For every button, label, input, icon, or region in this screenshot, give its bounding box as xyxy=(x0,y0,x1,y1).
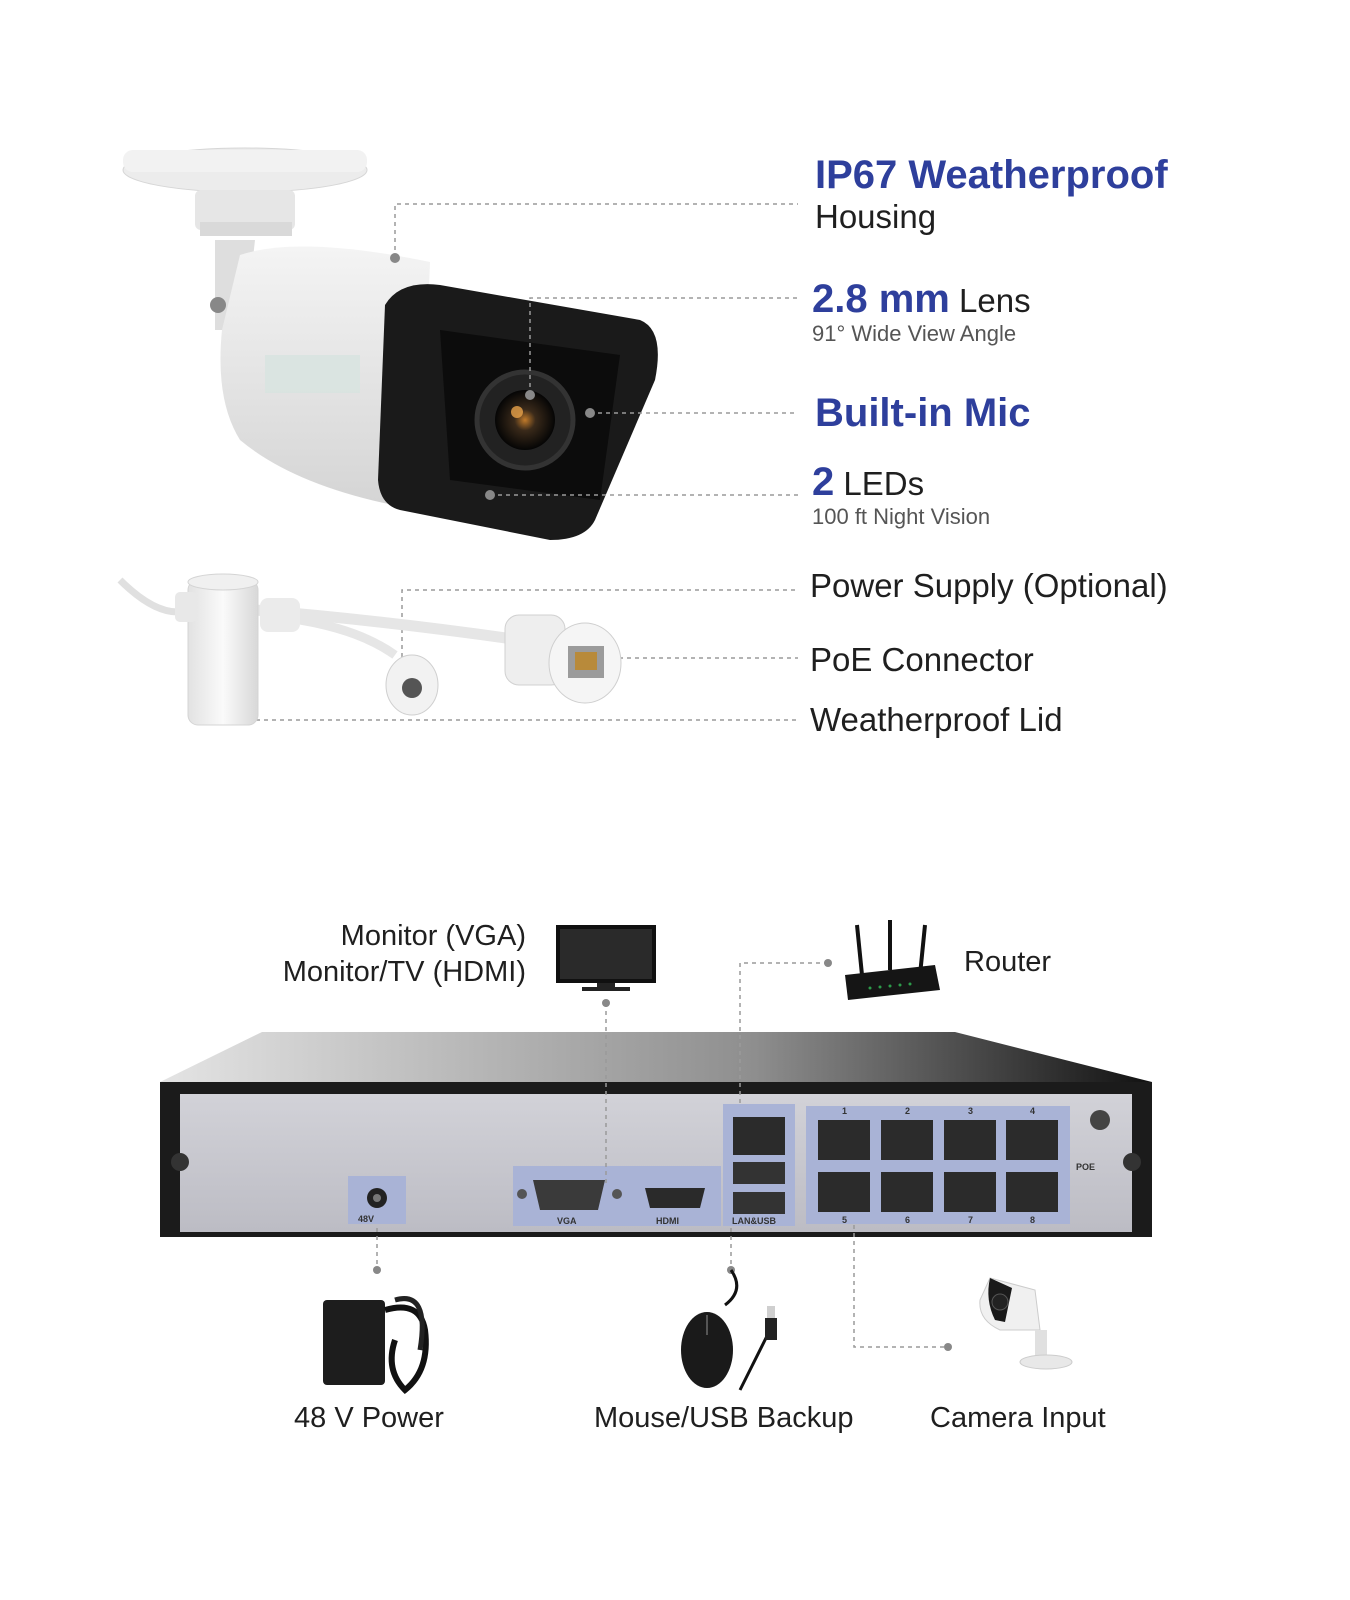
camera-input-icon xyxy=(979,1277,1073,1370)
leds-text: LEDs xyxy=(834,465,925,502)
monitor-hdmi-label: Monitor/TV (HDMI) xyxy=(282,956,526,988)
router-label: Router xyxy=(964,946,1052,978)
leds-highlight: 2 xyxy=(812,460,835,504)
poe-port-number: 2 xyxy=(905,1106,910,1116)
router-icon xyxy=(845,920,940,1000)
poe-port-number: 6 xyxy=(905,1215,910,1225)
lens-sub: 91° Wide View Angle xyxy=(812,321,1017,346)
poe-port-number: 1 xyxy=(842,1106,847,1116)
leds-sub: 100 ft Night Vision xyxy=(812,504,991,529)
panel-poe-label: POE xyxy=(1076,1162,1095,1172)
lens-label: 2.8 mm Lens xyxy=(812,276,1031,322)
lens-highlight: 2.8 mm xyxy=(812,277,950,321)
mouse-usb-label: Mouse/USB Backup xyxy=(594,1402,854,1434)
nvr-callout-lines xyxy=(376,962,948,1348)
power-adapter-icon xyxy=(323,1296,429,1395)
mic-highlight: Built-in Mic xyxy=(815,391,1031,435)
mouse-usb-icon xyxy=(681,1269,777,1391)
poe-connector-label: PoE Connector xyxy=(810,641,1034,678)
weatherproof-lid-label: Weatherproof Lid xyxy=(810,701,1063,738)
cable-assembly xyxy=(117,573,622,726)
panel-vga-label: VGA xyxy=(557,1216,577,1226)
bullet-camera xyxy=(122,147,658,540)
power-label: 48 V Power xyxy=(294,1402,444,1434)
monitor-vga-label: Monitor (VGA) xyxy=(340,920,526,952)
panel-hdmi-label: HDMI xyxy=(656,1216,679,1226)
poe-port-number: 8 xyxy=(1030,1215,1035,1225)
housing-highlight: IP67 Weatherproof xyxy=(815,153,1168,197)
leds-label: 2 LEDs xyxy=(812,459,924,505)
panel-dc-label: 48V xyxy=(358,1214,374,1224)
nvr-recorder xyxy=(160,1032,1152,1237)
panel-lan-usb-label: LAN&USB xyxy=(732,1216,776,1226)
lens-text: Lens xyxy=(949,282,1031,319)
poe-port-number: 3 xyxy=(968,1106,973,1116)
monitor-icon xyxy=(556,925,656,991)
poe-port-number: 5 xyxy=(842,1215,847,1225)
poe-port-number: 4 xyxy=(1030,1106,1035,1116)
power-supply-label: Power Supply (Optional) xyxy=(810,567,1168,604)
poe-port-number: 7 xyxy=(968,1215,973,1225)
camera-input-label: Camera Input xyxy=(930,1402,1106,1434)
camera-callout-lines xyxy=(200,203,798,721)
housing-text: Housing xyxy=(815,198,937,235)
